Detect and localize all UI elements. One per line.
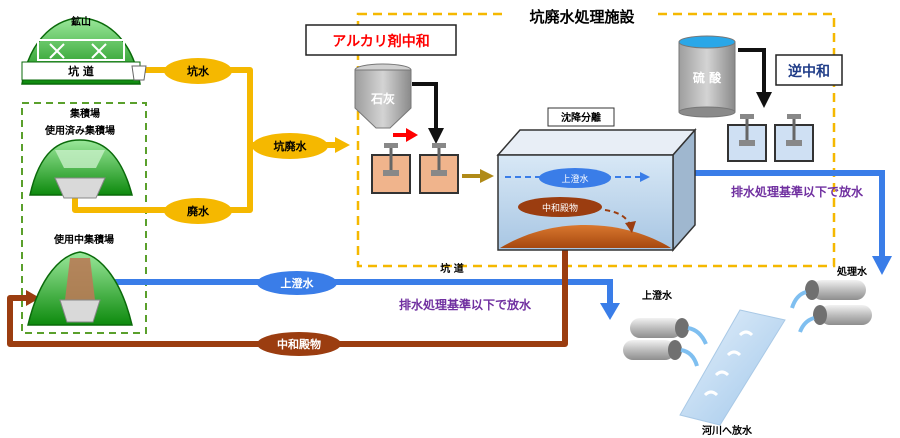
river-waves: [703, 330, 754, 397]
sulfuric-label: 硫 酸: [693, 70, 722, 85]
pile-area-title: 集積場: [69, 107, 100, 120]
reverse-box: [775, 54, 843, 86]
treated-water-label: 処理水: [836, 265, 868, 278]
reverse-mixer-2: [774, 114, 814, 162]
combined-water-label: 坑廃水: [274, 139, 308, 153]
acid-feed-arrowhead: [756, 92, 772, 108]
mine-label: 鉱山: [71, 15, 91, 28]
combined-water-oval: [252, 133, 328, 159]
tunnel-bottom-label: 坑 道: [440, 262, 463, 275]
sediment-tank-oval: [518, 197, 602, 217]
plant-title: 坑廃水処理施設: [529, 8, 635, 26]
treated-pipe: [685, 170, 885, 258]
alkali-title: アルカリ剤中和: [332, 33, 429, 50]
reverse-title: 逆中和: [788, 63, 830, 80]
lime-hopper: [354, 63, 412, 129]
plant-title-bg: [508, 6, 656, 26]
alkali-box: [305, 24, 457, 56]
sediment-pipe: [7, 248, 568, 347]
waste-water-label: 廃水: [187, 204, 210, 218]
active-pile: [27, 251, 133, 326]
used-pile-label: 使用済み集積場: [44, 124, 115, 137]
river: [679, 309, 786, 426]
lime-feed-arrowhead: [428, 128, 444, 144]
discharge-mid-label: 排水処理基準以下で放水: [399, 297, 532, 312]
lime-label: 石灰: [370, 91, 395, 106]
supernatant-arrowhead: [600, 303, 620, 320]
sulfuric-acid-tank: [678, 35, 736, 118]
discharge-right-label: 排水処理基準以下で放水: [731, 184, 864, 199]
pile-area-box: [21, 102, 147, 334]
supernatant-pipe: [110, 279, 613, 305]
tunnel-label: 坑 道: [68, 64, 94, 78]
reverse-mixer-1: [727, 114, 767, 162]
supernatant-pipe-oval: [257, 271, 337, 295]
neutralization-mixer-1: [371, 143, 411, 194]
settling-label: 沈降分離: [561, 111, 601, 124]
yellow-arrowhead: [335, 137, 350, 153]
mine-mountain: [21, 17, 147, 85]
plant-area-box: [356, 12, 836, 268]
settling-tank: [496, 128, 697, 252]
active-pile-label: 使用中集積場: [53, 233, 114, 246]
treated-arrowhead: [872, 256, 892, 275]
treated-water-pipes: [790, 280, 872, 333]
waste-water-oval: [164, 198, 232, 224]
sediment-tank-label: 中和殿物: [542, 202, 578, 214]
mine-water-oval: [164, 58, 232, 84]
supernatant-outlet-pipes: [623, 318, 708, 367]
supernatant-outlet-label: 上澄水: [642, 289, 673, 302]
supernatant-pipe-label: 上澄水: [281, 276, 315, 290]
sediment-pipe-label: 中和殿物: [277, 337, 321, 351]
mine-water-label: 坑水: [187, 64, 210, 78]
to-settling-arrowhead: [480, 169, 494, 183]
neutralization-mixer-2: [419, 143, 459, 194]
sediment-pipe-oval: [257, 332, 341, 356]
supernatant-tank-oval: [539, 168, 611, 188]
supernatant-tank-label: 上澄水: [561, 173, 588, 185]
red-arrowhead: [406, 128, 418, 142]
settling-label-box: [547, 107, 615, 127]
used-pile: [29, 139, 133, 199]
acid-feed-arrow: [738, 48, 766, 94]
lime-feed-arrow: [412, 82, 438, 130]
sediment-arrowhead: [26, 290, 40, 306]
river-label: 河川へ放水: [702, 424, 753, 437]
